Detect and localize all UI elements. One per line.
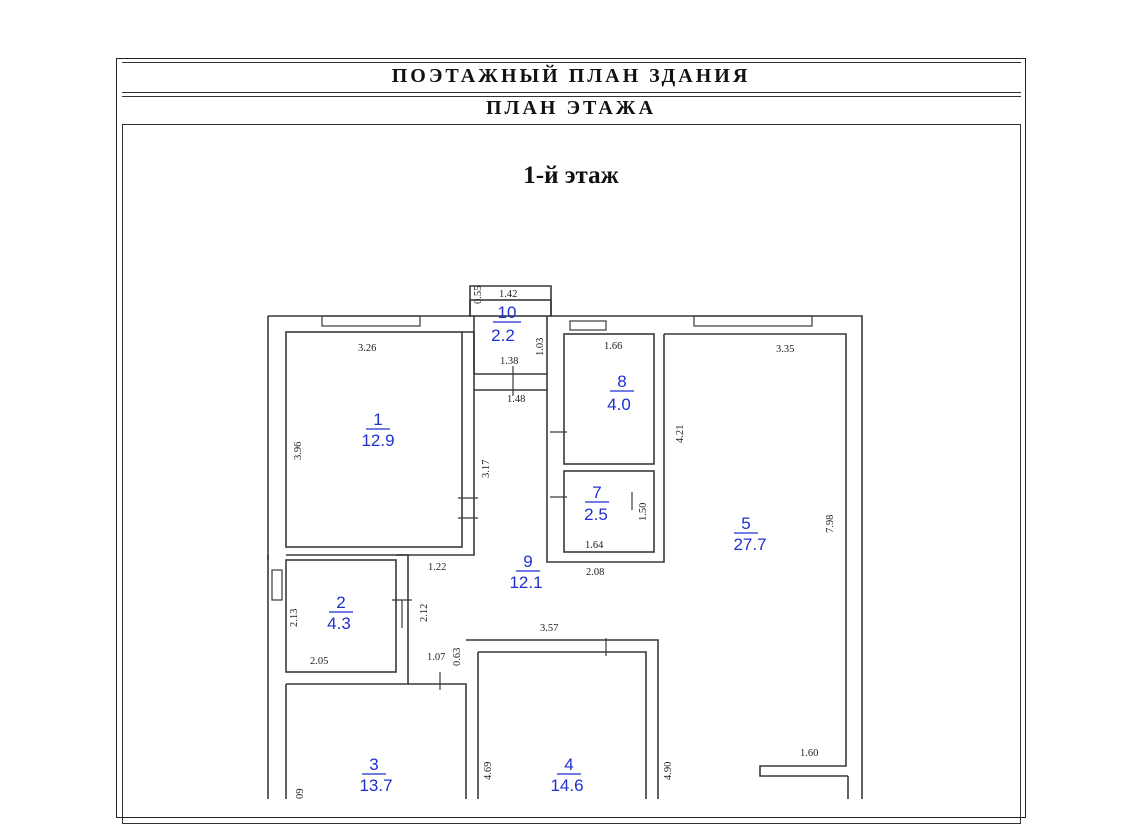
room-7-area: 2.5 (584, 505, 608, 524)
header-line-top (122, 62, 1021, 63)
dim-label: 4.90 (663, 762, 674, 780)
header-line-mid (122, 92, 1021, 93)
room-2-area: 4.3 (327, 614, 351, 633)
dim-label: 2.05 (310, 656, 328, 667)
dim-label: 2.08 (586, 567, 604, 578)
dim-label: 1.66 (604, 341, 622, 352)
door-marks (392, 366, 633, 690)
dimension-labels: 0.55 1.42 1.03 1.38 1.48 3.26 3.96 3.17 … (289, 286, 836, 799)
dim-label: 0.55 (473, 286, 484, 304)
room-3-area: 13.7 (359, 776, 392, 795)
room-8-area: 4.0 (607, 395, 631, 414)
dim-label: 2.13 (289, 609, 300, 627)
dim-label: 1.22 (428, 562, 446, 573)
dim-label: 1.03 (535, 338, 546, 356)
room-9-area: 12.1 (509, 573, 542, 592)
dim-label: 1.60 (800, 748, 818, 759)
dim-label: 2.12 (419, 604, 430, 622)
room-2-number: 2 (336, 593, 345, 612)
dim-label: 4.21 (675, 425, 686, 443)
room-labels: 1 12.9 2 4.3 3 13.7 4 14.6 5 27.7 7 2.5 … (327, 303, 766, 795)
room-10-number: 10 (498, 303, 517, 322)
dim-label: 1.38 (500, 356, 518, 367)
windows (271, 315, 813, 601)
floor-title: 1-й этаж (523, 162, 619, 189)
room-7-number: 7 (592, 483, 601, 502)
dim-label: 1.07 (427, 652, 445, 663)
sheet-title: ПОЭТАЖНЫЙ ПЛАН ЗДАНИЯ (391, 65, 751, 87)
room-5-area: 27.7 (733, 535, 766, 554)
dim-label: 09 (295, 789, 306, 800)
floor-plan: 0.55 1.42 1.03 1.38 1.48 3.26 3.96 3.17 … (267, 285, 863, 799)
walls (267, 285, 863, 799)
room-8-number: 8 (617, 372, 626, 391)
header-line-mid2 (122, 96, 1021, 97)
dim-label: 4.69 (483, 762, 494, 780)
room-4-area: 14.6 (550, 776, 583, 795)
room-9-number: 9 (523, 552, 532, 571)
dim-label: 3.57 (540, 623, 558, 634)
sheet-subtitle: ПЛАН ЭТАЖА (485, 97, 657, 119)
room-1-number: 1 (373, 410, 382, 429)
room-3-number: 3 (369, 755, 378, 774)
dim-label: 0.63 (452, 648, 463, 666)
dim-label: 1.48 (507, 394, 525, 405)
dim-label: 1.64 (585, 540, 604, 551)
room-10-area: 2.2 (491, 326, 515, 345)
dim-label: 1.42 (499, 289, 517, 300)
room-1-area: 12.9 (361, 431, 394, 450)
room-5-number: 5 (741, 514, 750, 533)
dim-label: 3.96 (293, 442, 304, 460)
dim-label: 1.50 (638, 503, 649, 521)
dim-label: 7.98 (825, 515, 836, 533)
room-4-number: 4 (564, 755, 573, 774)
dim-label: 3.26 (358, 343, 376, 354)
dim-label: 3.35 (776, 344, 794, 355)
dim-label: 3.17 (481, 460, 492, 478)
